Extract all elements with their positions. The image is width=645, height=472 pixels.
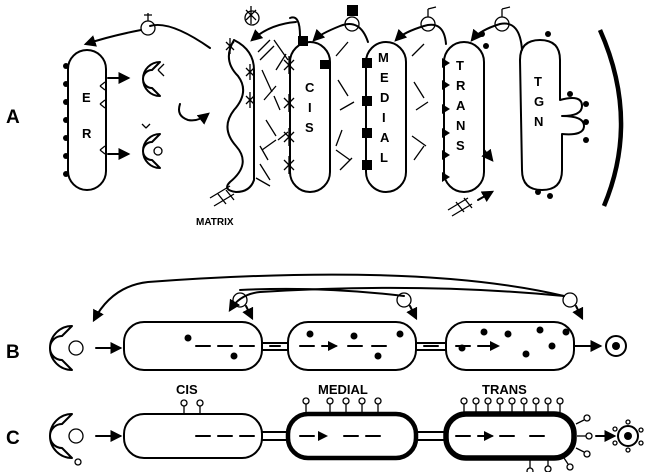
- retrograde-arc-trans: [396, 7, 446, 44]
- row-label-medial: MEDIAL: [318, 382, 368, 397]
- medial-letter-a: A: [380, 130, 390, 145]
- row-b: [50, 275, 626, 370]
- retrograde-arc-cis: [245, 6, 300, 40]
- trans-letter-s: S: [456, 138, 465, 153]
- panel-b-label: B: [6, 342, 20, 363]
- row-label-cis: CIS: [176, 382, 198, 397]
- retrograde-arc-tgn: [472, 7, 522, 50]
- trans-letter-r: R: [456, 78, 466, 93]
- matrix-network: MATRIX: [196, 38, 288, 228]
- cis-letter-c: C: [305, 80, 315, 95]
- retrograde-arc-medial: [314, 5, 368, 42]
- er-cisterna: E R: [63, 50, 106, 190]
- er-export-vesicles: [108, 62, 208, 168]
- er-letter-e: E: [82, 90, 91, 105]
- tgn-cisterna: T G N: [520, 31, 589, 199]
- medial-letter-i: I: [382, 110, 386, 125]
- trans-cisterna: T R A N S: [442, 42, 492, 216]
- trans-letter-a: A: [456, 98, 466, 113]
- plasma-membrane: [600, 30, 621, 206]
- medial-letter-d: D: [380, 90, 389, 105]
- tgn-letter-n: N: [534, 114, 543, 129]
- medial-letter-m: M: [378, 50, 389, 65]
- medial-cisterna: M E D I A L: [362, 42, 428, 192]
- trans-letter-n: N: [456, 118, 465, 133]
- row-c: [50, 398, 643, 472]
- panel-a-label: A: [6, 107, 20, 128]
- tgn-letter-g: G: [534, 94, 544, 109]
- medial-letter-e: E: [380, 70, 389, 85]
- cis-cisterna: C I S: [284, 36, 354, 192]
- cis-letter-s: S: [305, 120, 314, 135]
- trans-letter-t: T: [456, 58, 464, 73]
- cis-letter-i: I: [308, 100, 312, 115]
- panel-c-label: C: [6, 428, 20, 449]
- tgn-letter-t: T: [534, 74, 542, 89]
- row-label-trans: TRANS: [482, 382, 527, 397]
- er-letter-r: R: [82, 126, 92, 141]
- matrix-label: MATRIX: [196, 217, 234, 228]
- retrograde-arc-er: [86, 13, 210, 48]
- medial-letter-l: L: [380, 150, 388, 165]
